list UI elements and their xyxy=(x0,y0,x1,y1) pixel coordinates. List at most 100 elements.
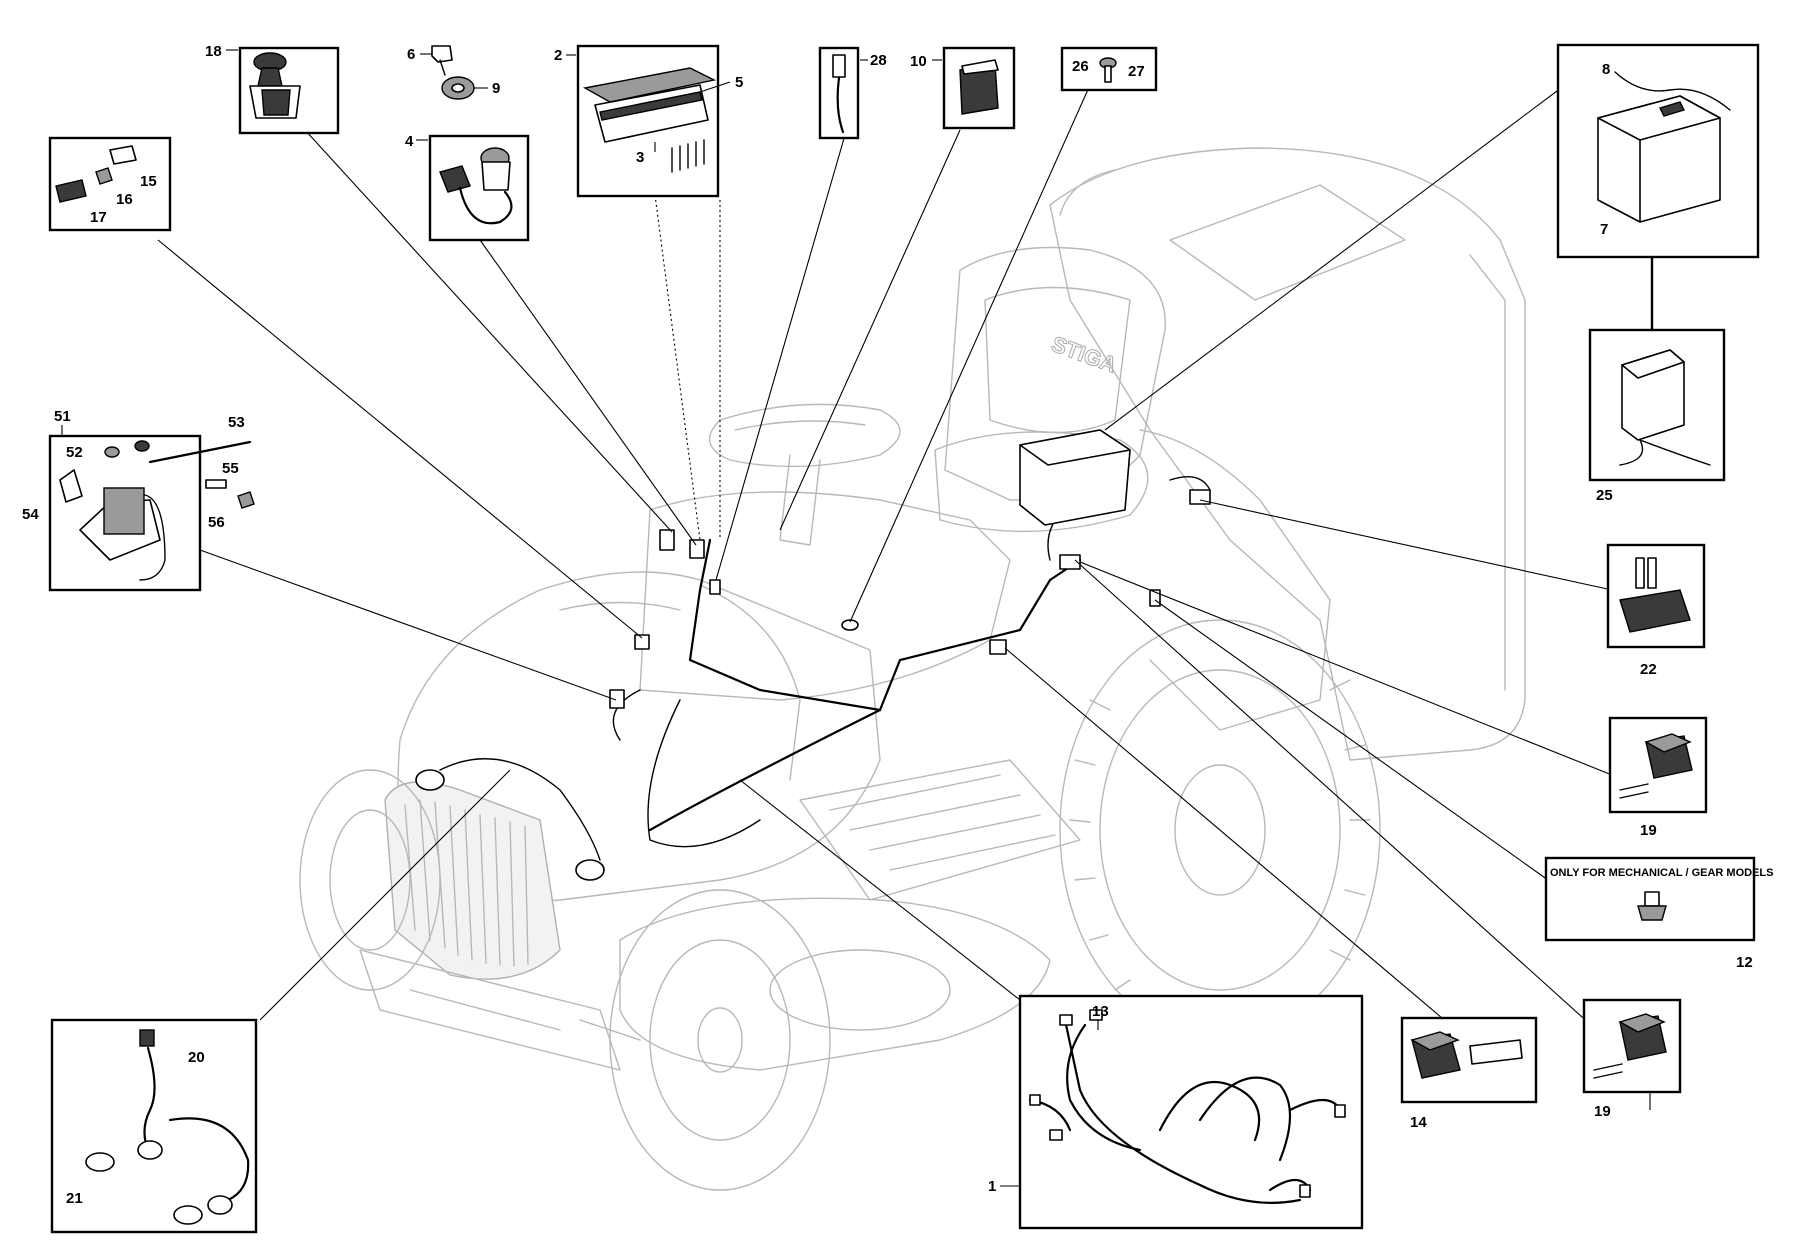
key-icon xyxy=(431,45,453,63)
nut-56 xyxy=(237,491,255,509)
harness-on-tractor xyxy=(415,429,1211,881)
label-51: 51 xyxy=(54,408,71,425)
leader-lines xyxy=(157,84,1651,1110)
bulb-21b xyxy=(173,1205,203,1225)
label-20: 20 xyxy=(188,1049,205,1066)
callout-15-16-17[interactable]: 15 16 17 xyxy=(48,136,172,232)
label-52: 52 xyxy=(66,444,83,461)
label-22: 22 xyxy=(1640,661,1657,678)
micro-switch-lead-a xyxy=(1635,557,1645,589)
label-10: 10 xyxy=(910,53,927,70)
sensor-head xyxy=(832,54,846,78)
label-8: 8 xyxy=(1602,61,1610,78)
callout-51-56[interactable]: 51 52 53 54 55 56 xyxy=(22,408,255,592)
callout-14[interactable]: 14 xyxy=(1400,1016,1538,1131)
connector-4-mounted xyxy=(689,539,705,559)
boot-54 xyxy=(59,469,83,503)
battery-top xyxy=(1019,429,1131,466)
harness-connector-f xyxy=(1299,1184,1311,1198)
callout-12[interactable]: ONLY FOR MECHANICAL / GEAR MODELS 12 xyxy=(1544,856,1773,971)
callout-4[interactable]: 4 xyxy=(405,133,530,242)
harness-connector-c xyxy=(1029,1094,1041,1106)
harness-connector-e xyxy=(1334,1104,1346,1118)
bolt-55 xyxy=(205,479,227,489)
lamp-socket-a xyxy=(137,1140,163,1160)
nut-52 xyxy=(104,446,120,458)
harness-connector-a xyxy=(1059,1014,1073,1026)
solenoid-mounted xyxy=(609,689,625,709)
bulb-21 xyxy=(85,1152,115,1172)
ignition-body xyxy=(481,161,511,191)
micro-switch-body xyxy=(1619,589,1691,633)
label-53: 53 xyxy=(228,414,245,431)
label-5: 5 xyxy=(735,74,743,91)
label-12: 12 xyxy=(1736,954,1753,971)
relay-top xyxy=(961,59,999,75)
fuse-holder-17 xyxy=(55,179,87,203)
headlight-left-mounted xyxy=(415,769,445,791)
connector-15-mounted xyxy=(634,634,650,650)
harness-connector-d xyxy=(1049,1129,1063,1141)
label-4: 4 xyxy=(405,133,414,150)
switch-body-front xyxy=(261,89,291,116)
switch-14-plug xyxy=(1469,1039,1523,1065)
module-stripe xyxy=(599,91,703,121)
pressure-switch-head xyxy=(1644,891,1660,907)
label-13: 13 xyxy=(1092,1003,1109,1020)
callout-10[interactable]: 10 xyxy=(910,46,1016,130)
solenoid-coil xyxy=(103,487,145,535)
callout-19-upper[interactable]: 19 xyxy=(1608,716,1708,839)
note-mechanical-gear-models: ONLY FOR MECHANICAL / GEAR MODELS xyxy=(1550,867,1773,879)
label-19-lower: 19 xyxy=(1594,1103,1611,1120)
label-19-upper: 19 xyxy=(1640,822,1657,839)
callout-1-13[interactable]: 1 13 xyxy=(988,994,1364,1230)
label-21: 21 xyxy=(66,1190,83,1207)
fuse-holder-15 xyxy=(109,145,137,165)
label-56: 56 xyxy=(208,514,225,531)
callout-28[interactable]: 28 xyxy=(818,46,887,140)
rocker-switch-top xyxy=(1644,733,1692,753)
pressure-switch-body xyxy=(1637,905,1667,921)
tractor-outline: STIGA xyxy=(299,147,1526,1191)
label-55: 55 xyxy=(222,460,239,477)
callout-20-21[interactable]: 20 21 xyxy=(50,1018,258,1234)
label-54: 54 xyxy=(22,506,39,523)
label-17: 17 xyxy=(90,209,107,226)
callout-25[interactable]: 25 xyxy=(1588,257,1726,504)
headlight-right-mounted xyxy=(575,859,605,881)
switch-22-mounted xyxy=(1189,489,1211,505)
wire-53 xyxy=(148,440,252,464)
harness-connector-b xyxy=(1089,1009,1103,1021)
brand-mark: STIGA xyxy=(1048,331,1120,378)
callout-19-lower[interactable]: 19 xyxy=(1582,998,1682,1120)
fuse-16 xyxy=(95,167,113,185)
label-6: 6 xyxy=(407,46,415,63)
connector-28-mounted xyxy=(709,579,721,595)
label-26: 26 xyxy=(1072,58,1089,75)
battery-top xyxy=(1597,95,1721,141)
callout-7-8[interactable]: 8 7 xyxy=(1556,43,1760,259)
push-button-stem xyxy=(257,67,283,87)
callout-18[interactable]: 18 xyxy=(205,43,340,135)
callout-2-3-5[interactable]: 2 5 3 xyxy=(554,44,743,198)
label-1: 1 xyxy=(988,1178,996,1195)
module-cover xyxy=(582,67,717,103)
label-27: 27 xyxy=(1128,63,1145,80)
connector-18-mounted xyxy=(659,529,675,551)
ignition-plug xyxy=(439,165,471,193)
callout-6-9: 6 9 xyxy=(407,45,500,100)
label-15: 15 xyxy=(140,173,157,190)
lamp-connector xyxy=(139,1029,155,1047)
micro-switch-lead-b xyxy=(1647,557,1657,589)
switch-12-mounted xyxy=(1149,589,1161,607)
battery-terminal xyxy=(1659,101,1685,117)
label-18: 18 xyxy=(205,43,222,60)
label-7: 7 xyxy=(1600,221,1608,238)
callout-26-27[interactable]: 26 27 xyxy=(1060,46,1158,92)
label-3: 3 xyxy=(636,149,644,166)
callout-22[interactable]: 22 xyxy=(1606,543,1706,678)
label-9: 9 xyxy=(492,80,500,97)
nut-52b xyxy=(134,440,150,452)
label-16: 16 xyxy=(116,191,133,208)
